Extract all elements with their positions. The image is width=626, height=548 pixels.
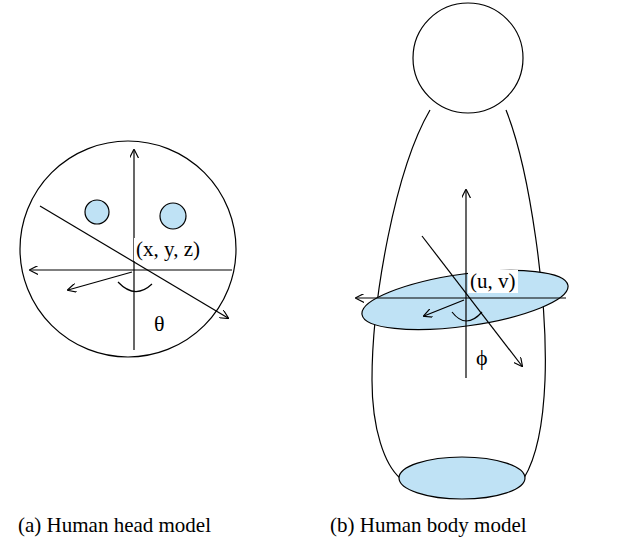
head-model [20,141,236,357]
body-model [356,3,572,499]
axis [465,190,466,378]
eye [85,200,109,224]
angle-arc [118,282,152,292]
axis [40,206,228,318]
body-section [358,260,571,340]
eye [160,203,186,229]
coordinate-label: (u, v) [468,270,518,293]
axis [30,269,232,270]
axis [422,236,522,366]
head-outline [20,141,236,357]
axis [424,300,464,316]
angle-arc [452,312,482,321]
head-outline [413,3,523,113]
angle-symbol: θ [152,312,167,336]
caption: (b) Human body model [330,514,527,537]
axis [68,272,132,290]
angle-symbol: ϕ [474,346,490,370]
caption: (a) Human head model [18,514,211,537]
body-base [399,457,525,499]
coordinate-label: (x, y, z) [134,238,202,261]
axis [356,297,566,298]
